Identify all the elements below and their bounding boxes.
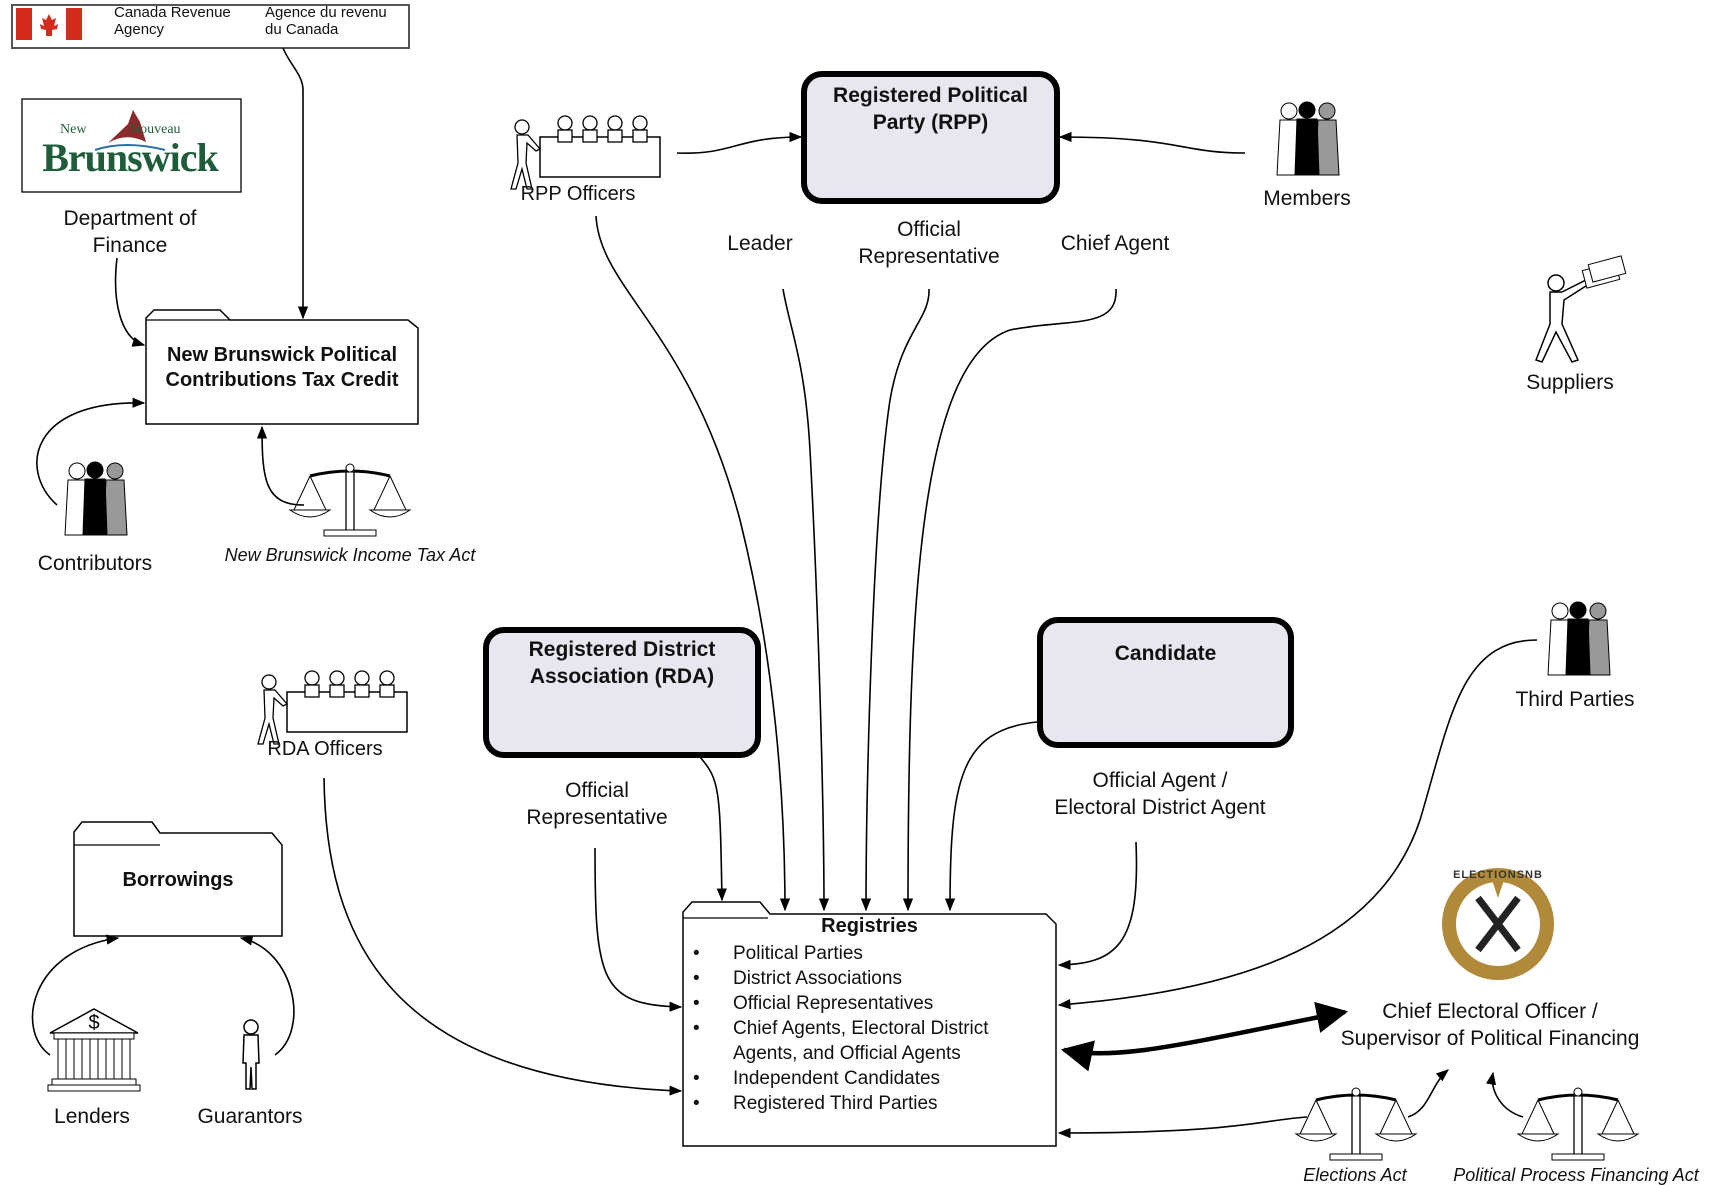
suppliers-label: Suppliers (1526, 371, 1614, 394)
cra-name-fr: Agence du revenu du Canada (265, 4, 387, 38)
borrowings-folder (73, 821, 283, 937)
rpp-title: Registered Political Party (RPP) (833, 84, 1028, 134)
income-tax-act-label: New Brunswick Income Tax Act (224, 545, 476, 565)
nb-small-en: New (60, 122, 87, 137)
cra-logo (11, 4, 410, 49)
official-agent-label: Official Agent / Electoral District Agen… (1054, 769, 1266, 819)
nb-small-fr: Nouveau (130, 122, 181, 137)
cra-en-line2: Agency (114, 21, 165, 38)
nb-wordmark: New Nouveau Brunswick (30, 122, 230, 181)
third-parties-icon (1547, 601, 1611, 676)
candidate-title: Candidate (1114, 642, 1217, 665)
registries-item: Official Representatives (685, 991, 1045, 1016)
contributors-label: Contributors (37, 552, 153, 575)
contributors-icon (64, 461, 128, 536)
nb-income-tax-act-scale-icon (288, 462, 412, 538)
ppfa-scale-icon (1516, 1086, 1640, 1162)
connectors (31, 47, 1538, 1139)
tax-credit-folder (145, 309, 419, 425)
registries-ceo-arrow (1060, 1001, 1349, 1072)
dept-finance-label: Department of Finance (63, 207, 197, 257)
registries-title: Registries (821, 915, 918, 937)
rpp-official-rep-label: Official Representative (858, 218, 1000, 268)
svg-text:$: $ (88, 1012, 99, 1034)
rda-title: Registered District Association (RDA) (528, 638, 716, 688)
registries-item: Political Parties (685, 941, 1045, 966)
guarantors-label: Guarantors (197, 1105, 303, 1128)
registries-item: Registered Third Parties (685, 1091, 1045, 1116)
leader-label: Leader (727, 232, 793, 255)
candidate-box (1037, 617, 1294, 748)
elections-act-label: Elections Act (1303, 1165, 1407, 1185)
members-icon (1276, 101, 1340, 176)
cra-name-en: Canada Revenue Agency (114, 4, 231, 38)
cra-fr-line1: Agence du revenu (265, 4, 387, 21)
flag-bar-right (66, 8, 82, 40)
bank-icon: $ (47, 1008, 141, 1092)
third-parties-label: Third Parties (1515, 688, 1635, 711)
elections-act-scale-icon (1294, 1086, 1418, 1162)
ppfa-label: Political Process Financing Act (1453, 1165, 1699, 1185)
guarantors-icon (242, 1019, 260, 1090)
borrowings-title: Borrowings (122, 869, 234, 891)
rpp-box (801, 71, 1060, 204)
rda-official-rep-label: Official Representative (526, 779, 668, 829)
registries-item: District Associations (685, 966, 1045, 991)
ship-icon (108, 110, 146, 143)
nb-word: Brunswick (42, 135, 219, 180)
elections-nb-text: ELECTIONSNB (1453, 869, 1543, 881)
flag-bar-left (16, 8, 32, 40)
rpp-officers-label: RPP Officers (520, 183, 636, 205)
cra-fr-line2: du Canada (265, 21, 339, 38)
lenders-label: Lenders (54, 1105, 130, 1128)
tax-credit-title: New Brunswick Political Contributions Ta… (165, 344, 399, 391)
registries-item: Independent Candidates (685, 1066, 1045, 1091)
cra-en-line1: Canada Revenue (114, 4, 231, 21)
rda-officers-icon (257, 670, 408, 745)
suppliers-icon (1535, 255, 1627, 363)
registries-list: Political Parties District Associations … (685, 941, 1045, 1116)
ceo-label: Chief Electoral Officer / Supervisor of … (1340, 1000, 1640, 1050)
registries-item: Chief Agents, Electoral District Agents,… (685, 1016, 1045, 1066)
elections-nb-logo (1442, 868, 1554, 980)
rda-box (483, 627, 761, 758)
rda-officers-label: RDA Officers (267, 738, 383, 760)
nb-logo (21, 98, 242, 193)
chief-agent-label: Chief Agent (1060, 232, 1170, 255)
maple-leaf-icon (40, 14, 58, 36)
members-label: Members (1263, 187, 1351, 210)
rpp-officers-icon (510, 115, 661, 190)
